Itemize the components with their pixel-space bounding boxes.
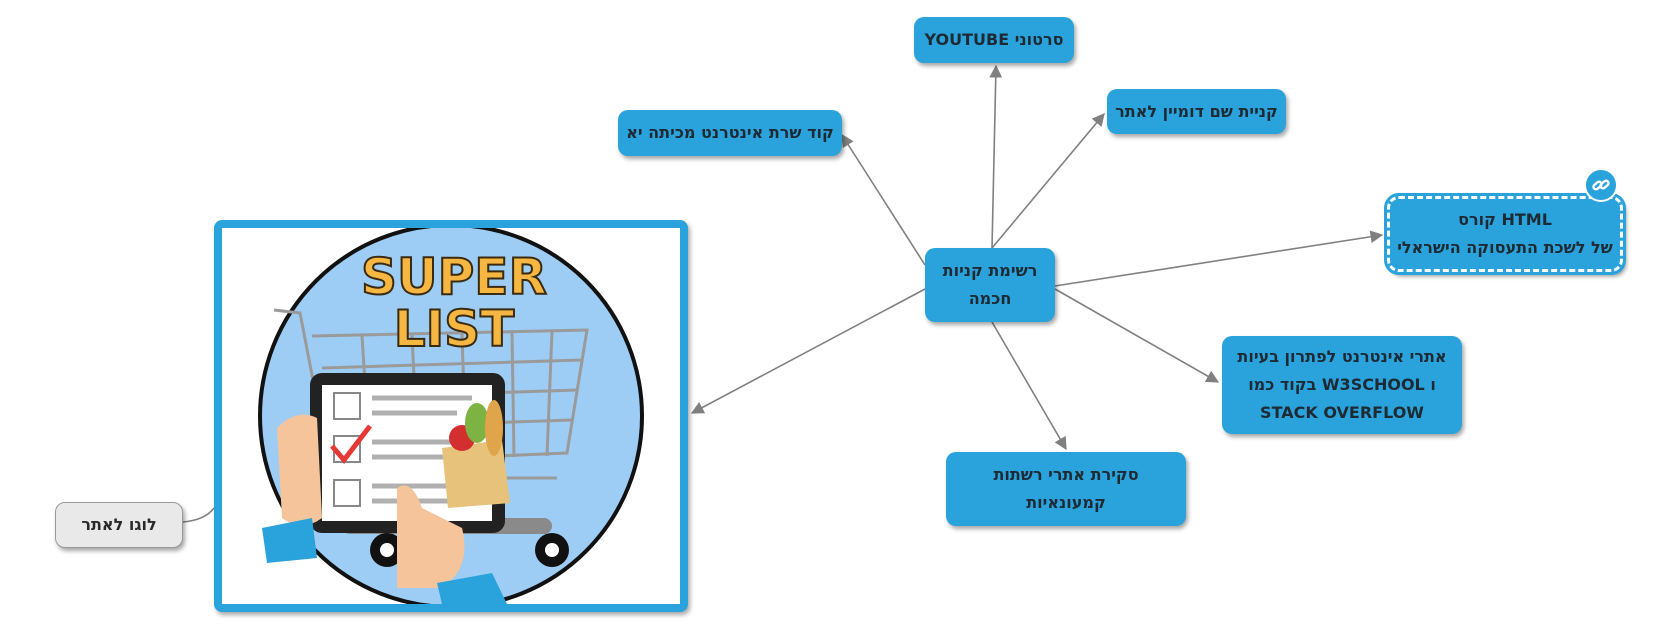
edge-logo-label bbox=[182, 507, 215, 523]
node-domain-label: קניית שם דומיין לאתר bbox=[1115, 101, 1278, 121]
link-icon[interactable] bbox=[1584, 168, 1618, 202]
node-survey[interactable]: סקירת אתרי רשתות קמעונאיות bbox=[946, 452, 1186, 526]
node-logo-label-text: לוגו לאתר bbox=[81, 515, 157, 534]
logo-title-line2: LIST bbox=[394, 300, 515, 358]
chain-link-icon bbox=[1592, 179, 1610, 191]
super-list-logo-image: SUPER LIST bbox=[258, 223, 644, 609]
node-help-sites[interactable]: אתרי אינטרנט לפתרון בעיות ו W3SCHOOL בקו… bbox=[1222, 336, 1462, 434]
node-help-sites-line1: אתרי אינטרנט לפתרון בעיות bbox=[1237, 347, 1447, 366]
edge-domain bbox=[991, 113, 1105, 249]
node-server-code[interactable]: קוד שרת אינטרנט מכיתה יא bbox=[618, 110, 842, 156]
edge-html-course bbox=[1054, 230, 1384, 287]
node-youtube-label: סרטוני YOUTUBE bbox=[924, 30, 1064, 49]
node-survey-line1: סקירת אתרי רשתות bbox=[993, 465, 1139, 484]
node-logo-label[interactable]: לוגו לאתר bbox=[55, 502, 183, 548]
edge-logo-image bbox=[690, 288, 926, 414]
edge-server bbox=[841, 133, 926, 266]
node-survey-line2: קמעונאיות bbox=[1026, 493, 1106, 512]
node-html-course-line2: של לשכת התעסוקה הישראלי bbox=[1397, 238, 1613, 257]
node-help-sites-line3: STACK OVERFLOW bbox=[1260, 403, 1424, 422]
central-node-line1: רשימת קניות bbox=[942, 261, 1038, 280]
central-node-line2: חכמה bbox=[968, 289, 1012, 308]
node-server-code-label: קוד שרת אינטרנט מכיתה יא bbox=[626, 123, 834, 142]
logo-image-node[interactable]: SUPER LIST bbox=[214, 220, 688, 612]
central-node[interactable]: רשימת קניות חכמה bbox=[925, 248, 1055, 322]
node-html-course-line1: HTML קורס bbox=[1458, 210, 1552, 229]
logo-title-line1: SUPER bbox=[361, 248, 547, 306]
node-html-course[interactable]: HTML קורס של לשכת התעסוקה הישראלי bbox=[1384, 193, 1626, 275]
edge-survey bbox=[991, 321, 1067, 451]
edge-help-sites bbox=[1054, 288, 1220, 383]
node-help-sites-line2: ו W3SCHOOL בקוד כמו bbox=[1248, 375, 1436, 394]
edge-youtube bbox=[989, 64, 1003, 249]
node-youtube[interactable]: סרטוני YOUTUBE bbox=[914, 17, 1074, 63]
node-domain[interactable]: קניית שם דומיין לאתר bbox=[1107, 89, 1286, 134]
